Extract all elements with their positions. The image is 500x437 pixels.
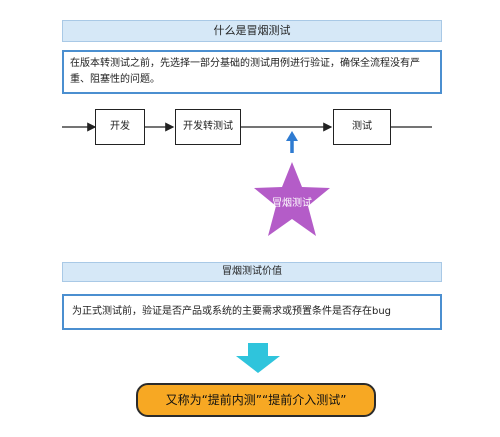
value-text: 为正式测试前，验证是否产品或系统的主要需求或预置条件是否存在bug bbox=[62, 294, 442, 330]
value-title: 冒烟测试价值 bbox=[62, 262, 442, 282]
flow-step-dev: 开发 bbox=[95, 109, 145, 145]
blue-up-arrow-head bbox=[286, 131, 298, 141]
flow-step-handoff: 开发转测试 bbox=[175, 109, 241, 145]
flow-step-test: 测试 bbox=[333, 109, 391, 145]
smoke-test-star-label: 冒烟测试 bbox=[272, 198, 312, 209]
alias-label: 又称为“提前内测”“提前介入测试” bbox=[136, 383, 376, 417]
down-arrow-icon bbox=[236, 343, 280, 373]
definition-text: 在版本转测试之前，先选择一部分基础的测试用例进行验证，确保全流程没有严重、阻塞性… bbox=[62, 50, 442, 94]
smoke-test-title: 什么是冒烟测试 bbox=[62, 20, 442, 42]
